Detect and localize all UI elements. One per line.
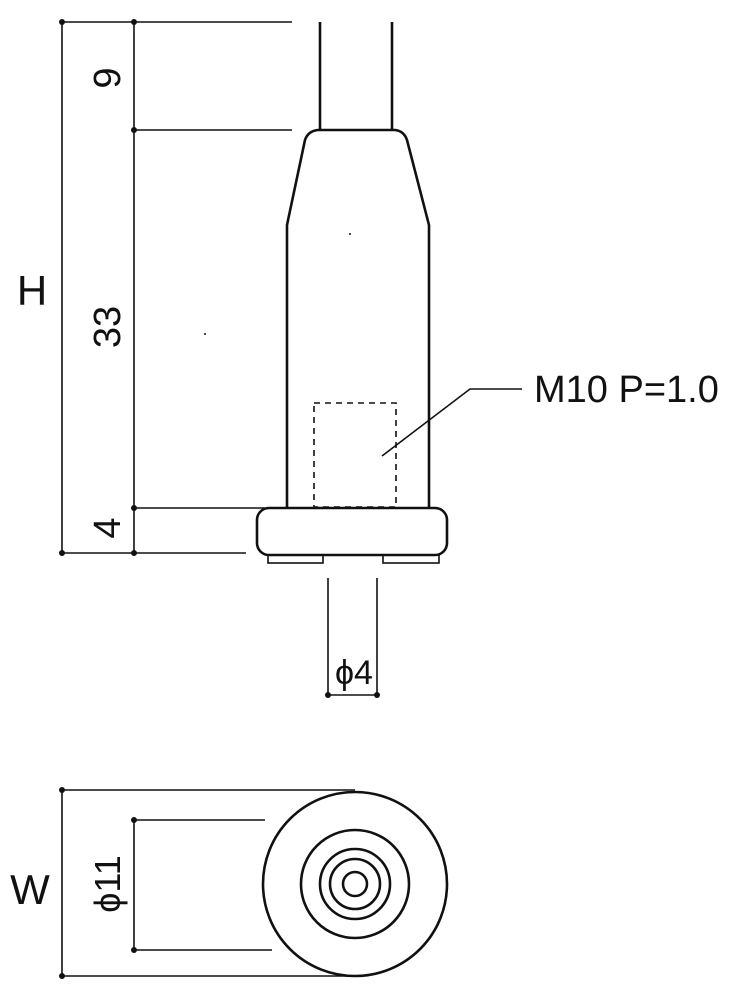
ring-4: [328, 857, 382, 911]
base-flange: [255, 506, 449, 557]
foot-left: [267, 554, 324, 564]
foot-right: [382, 554, 440, 564]
dim-dot: [131, 550, 137, 556]
side-dimensions: 9 33 4 H: [17, 19, 292, 556]
dim-label-9: 9: [87, 67, 129, 88]
dim-dot: [59, 973, 65, 979]
dim-label-w: W: [10, 866, 50, 913]
body-outline: [285, 128, 431, 508]
stray-dot: [204, 333, 206, 335]
stray-dot: [349, 233, 351, 235]
dim-label-d11: ϕ11: [87, 855, 128, 913]
dim-dot: [131, 19, 137, 25]
center-hole: [341, 870, 369, 898]
bottom-view: [261, 790, 449, 978]
ring-3: [318, 847, 392, 921]
leader-line: [381, 388, 522, 457]
dim-dot: [59, 787, 65, 793]
dim-dot: [374, 692, 380, 698]
thread-spec-label: M10 P=1.0: [534, 369, 719, 411]
side-view: [204, 22, 449, 564]
dim-dot: [131, 505, 137, 511]
dim-dot: [325, 692, 331, 698]
thread-callout: M10 P=1.0: [381, 369, 719, 457]
dim-label-pin: ϕ4: [335, 654, 373, 692]
dim-label-33: 33: [87, 306, 129, 348]
bottom-dimensions: ϕ11 W: [10, 787, 355, 979]
dim-dot: [59, 550, 65, 556]
ring-2: [299, 828, 411, 940]
dim-dot: [131, 817, 137, 823]
pin-dimension: ϕ4: [325, 578, 380, 698]
dim-label-4: 4: [87, 517, 129, 538]
top-shaft-outline: [318, 22, 394, 130]
dim-dot: [59, 19, 65, 25]
outer-ring: [261, 790, 449, 978]
hidden-thread: [313, 402, 397, 508]
dim-label-h: H: [17, 267, 47, 314]
dim-dot: [131, 947, 137, 953]
dim-dot: [131, 127, 137, 133]
